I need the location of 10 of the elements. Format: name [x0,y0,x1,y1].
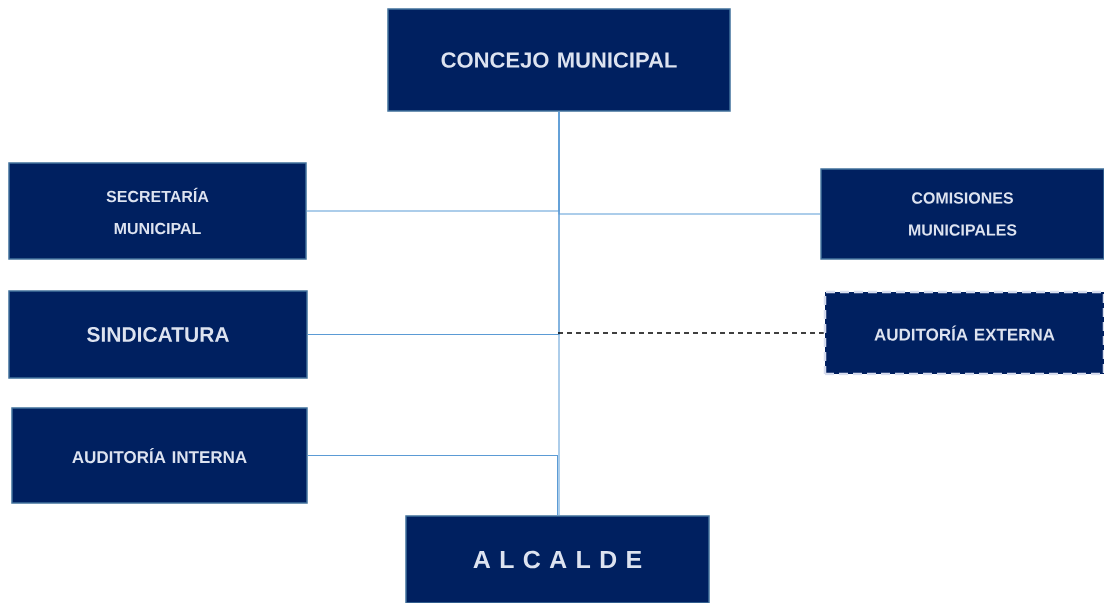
org-box: SINDICATURA [8,290,308,379]
org-box: CONCEJO MUNICIPAL [387,8,731,112]
org-box: COMISIONES MUNICIPALES [820,168,1104,260]
org-box: A L C A L D E [405,515,710,603]
connector-line [557,332,825,334]
org-box: AUDITORÍA EXTERNA [823,290,1104,376]
connector-line [307,111,560,335]
org-box: SECRETARÍA MUNICIPAL [8,162,307,260]
connector-line [307,455,558,516]
org-box: AUDITORÍA INTERNA [11,407,308,504]
